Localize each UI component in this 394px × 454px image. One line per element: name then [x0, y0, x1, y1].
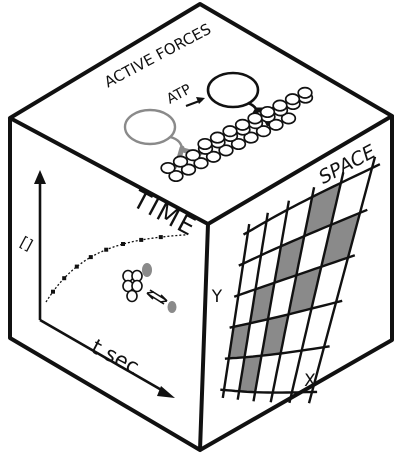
filament-bead — [273, 100, 287, 110]
left-face: TIME [] t sec — [17, 170, 202, 398]
filament-bead — [174, 156, 188, 166]
curvilinear-grid — [220, 157, 380, 403]
curve-point — [121, 242, 125, 246]
exchange-arrows-icon — [147, 290, 167, 304]
time-label: TIME — [127, 184, 202, 242]
filament-bead — [198, 139, 212, 149]
concentration-axis-label: [] — [17, 233, 36, 254]
curve-line — [46, 235, 186, 302]
filament-bead — [223, 126, 237, 136]
curve-point — [75, 265, 79, 269]
filament-bead — [161, 163, 175, 173]
curve-point — [159, 235, 163, 239]
curve-point — [62, 276, 66, 280]
right-face: SPACE Y X — [211, 141, 380, 403]
curve-point — [104, 248, 108, 252]
filament-bead — [298, 88, 312, 98]
filament-bead — [211, 132, 225, 142]
curve-point — [139, 238, 143, 242]
filament-bead — [261, 107, 275, 117]
space-y-label: Y — [211, 287, 223, 307]
filament-bead — [248, 113, 262, 123]
time-axis-label: t sec — [87, 334, 143, 379]
kinetic-curve — [46, 235, 186, 302]
filament-bead — [236, 120, 250, 130]
filament-bead — [286, 94, 300, 104]
filament-bead — [186, 150, 200, 160]
curve-point — [51, 290, 55, 294]
curve-point — [89, 255, 93, 259]
axis-arrow-icon — [34, 170, 46, 320]
molecule-cluster — [123, 263, 177, 313]
